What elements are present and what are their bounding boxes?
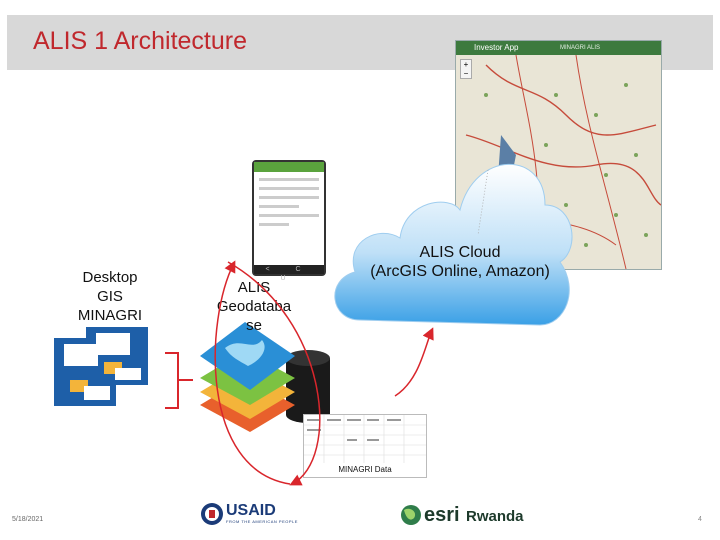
esri-logo-text: esri bbox=[424, 504, 460, 526]
investor-app-menu: MINAGRI ALIS bbox=[560, 45, 601, 51]
minagri-data-sheet: MINAGRI Data bbox=[303, 414, 427, 478]
mobile-app: < C U bbox=[252, 160, 326, 282]
geodatabase-label: ALIS Geodataba se bbox=[216, 279, 292, 334]
sheet-grid bbox=[304, 415, 426, 463]
esri-rwanda-text: Rwanda bbox=[466, 508, 524, 525]
zoom-out-button[interactable]: − bbox=[463, 69, 469, 78]
minagri-data-label: MINAGRI Data bbox=[338, 465, 392, 474]
slide-title: ALIS 1 Architecture bbox=[33, 27, 248, 55]
usaid-subtitle: FROM THE AMERICAN PEOPLE bbox=[226, 519, 298, 524]
mobile-nav-bar: < C U bbox=[254, 265, 324, 282]
desktop-gis-label: Desktop GIS MINAGRI bbox=[77, 269, 143, 324]
cloud-label: ALIS Cloud (ArcGIS Online, Amazon) bbox=[370, 244, 550, 280]
investor-app-header: Investor App MINAGRI ALIS bbox=[456, 41, 661, 55]
zoom-in-button[interactable]: + bbox=[463, 60, 469, 69]
zoom-control: + − bbox=[460, 59, 472, 79]
page-number: 4 bbox=[698, 516, 702, 523]
slide-date: 5/18/2021 bbox=[12, 516, 44, 523]
investor-app-title: Investor App bbox=[474, 43, 519, 52]
usaid-logo-text: USAID bbox=[226, 502, 276, 519]
mobile-app-header bbox=[254, 162, 324, 172]
